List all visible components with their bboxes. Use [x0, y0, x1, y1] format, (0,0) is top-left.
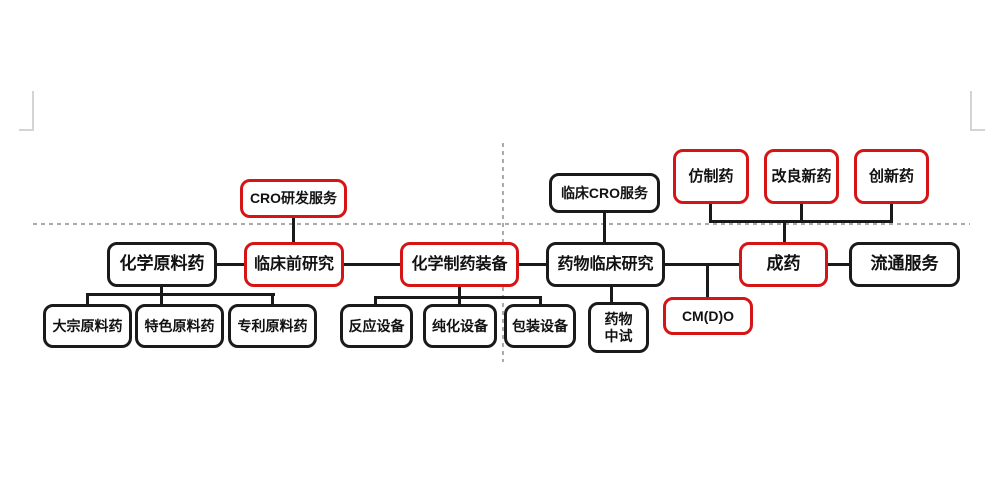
connector-clinicalresearch-to-pilot	[610, 285, 613, 302]
connector-top-rail	[709, 220, 893, 223]
connector-rail-to-finisheddrug	[783, 220, 786, 242]
connector-finisheddrug-to-distribution	[826, 263, 851, 266]
node-label: 大宗原料药	[52, 317, 123, 334]
connector-equipment-trunk	[458, 285, 461, 304]
node-clinical-research: 药物临床研究	[546, 242, 665, 287]
connector-improved-drop	[800, 204, 803, 223]
page-corner-mark-right-vertical	[970, 91, 972, 131]
node-label: 改良新药	[771, 167, 832, 185]
node-label: 包装设备	[512, 317, 568, 334]
connector-cro-to-preclinical	[292, 218, 295, 242]
connector-bulkapi-drop	[86, 293, 89, 304]
node-label: CRO研发服务	[249, 190, 338, 207]
node-label: CM(D)O	[681, 307, 735, 324]
node-bulk-api: 大宗原料药	[43, 304, 132, 348]
node-label: 专利原料药	[237, 317, 308, 334]
node-label: 药物中试	[604, 310, 633, 344]
node-drug-pilot: 药物中试	[588, 302, 649, 353]
connector-generic-drop	[709, 204, 712, 223]
node-innovative-drug: 创新药	[854, 149, 929, 204]
node-label: 临床CRO服务	[560, 184, 649, 201]
connector-equipment-to-clinicalresearch	[517, 263, 548, 266]
node-label: 特色原料药	[144, 317, 215, 334]
node-label: 临床前研究	[253, 255, 334, 273]
node-packaging-equipment: 包装设备	[504, 304, 576, 348]
node-patent-api: 专利原料药	[228, 304, 317, 348]
connector-api-to-preclinical	[215, 263, 245, 266]
connector-preclinical-to-equipment	[342, 263, 402, 266]
connector-api-rail	[86, 293, 275, 296]
horizontal-dashed-divider	[33, 223, 970, 225]
node-label: 药物临床研究	[557, 255, 654, 273]
node-generic-drug: 仿制药	[673, 149, 749, 204]
node-preclinical-research: 临床前研究	[244, 242, 344, 287]
node-clinical-cro-service: 临床CRO服务	[549, 173, 660, 213]
page-corner-mark-left-vertical	[32, 91, 34, 131]
page-corner-mark-right-horizontal	[970, 129, 985, 131]
connector-patentapi-drop	[271, 293, 274, 304]
connector-reaction-drop	[374, 296, 377, 304]
node-finished-drug: 成药	[739, 242, 828, 287]
connector-clinicalresearch-to-finisheddrug	[663, 263, 741, 266]
connector-equipment-rail	[374, 296, 542, 299]
connector-innovative-drop	[890, 204, 893, 223]
node-label: 化学制药装备	[411, 255, 508, 273]
node-reaction-equipment: 反应设备	[340, 304, 413, 348]
node-cmdo: CM(D)O	[663, 297, 753, 335]
node-purification-equipment: 纯化设备	[423, 304, 497, 348]
node-label: 纯化设备	[432, 317, 488, 334]
node-specialty-api: 特色原料药	[135, 304, 224, 348]
node-cro-rd-service: CRO研发服务	[240, 179, 347, 218]
node-label: 仿制药	[688, 167, 734, 185]
connector-to-cmdo	[706, 263, 709, 298]
connector-clinicalcro-to-clinicalresearch	[603, 213, 606, 242]
node-chemical-api: 化学原料药	[107, 242, 217, 287]
node-improved-new-drug: 改良新药	[764, 149, 839, 204]
node-label: 流通服务	[870, 254, 939, 274]
page-corner-mark-left-horizontal	[19, 129, 34, 131]
node-label: 创新药	[868, 167, 914, 185]
node-distribution-service: 流通服务	[849, 242, 960, 287]
node-label: 成药	[766, 254, 801, 274]
node-pharma-equipment: 化学制药装备	[400, 242, 519, 287]
node-label: 反应设备	[348, 317, 405, 334]
node-label: 化学原料药	[119, 254, 205, 274]
connector-packaging-drop	[539, 296, 542, 304]
